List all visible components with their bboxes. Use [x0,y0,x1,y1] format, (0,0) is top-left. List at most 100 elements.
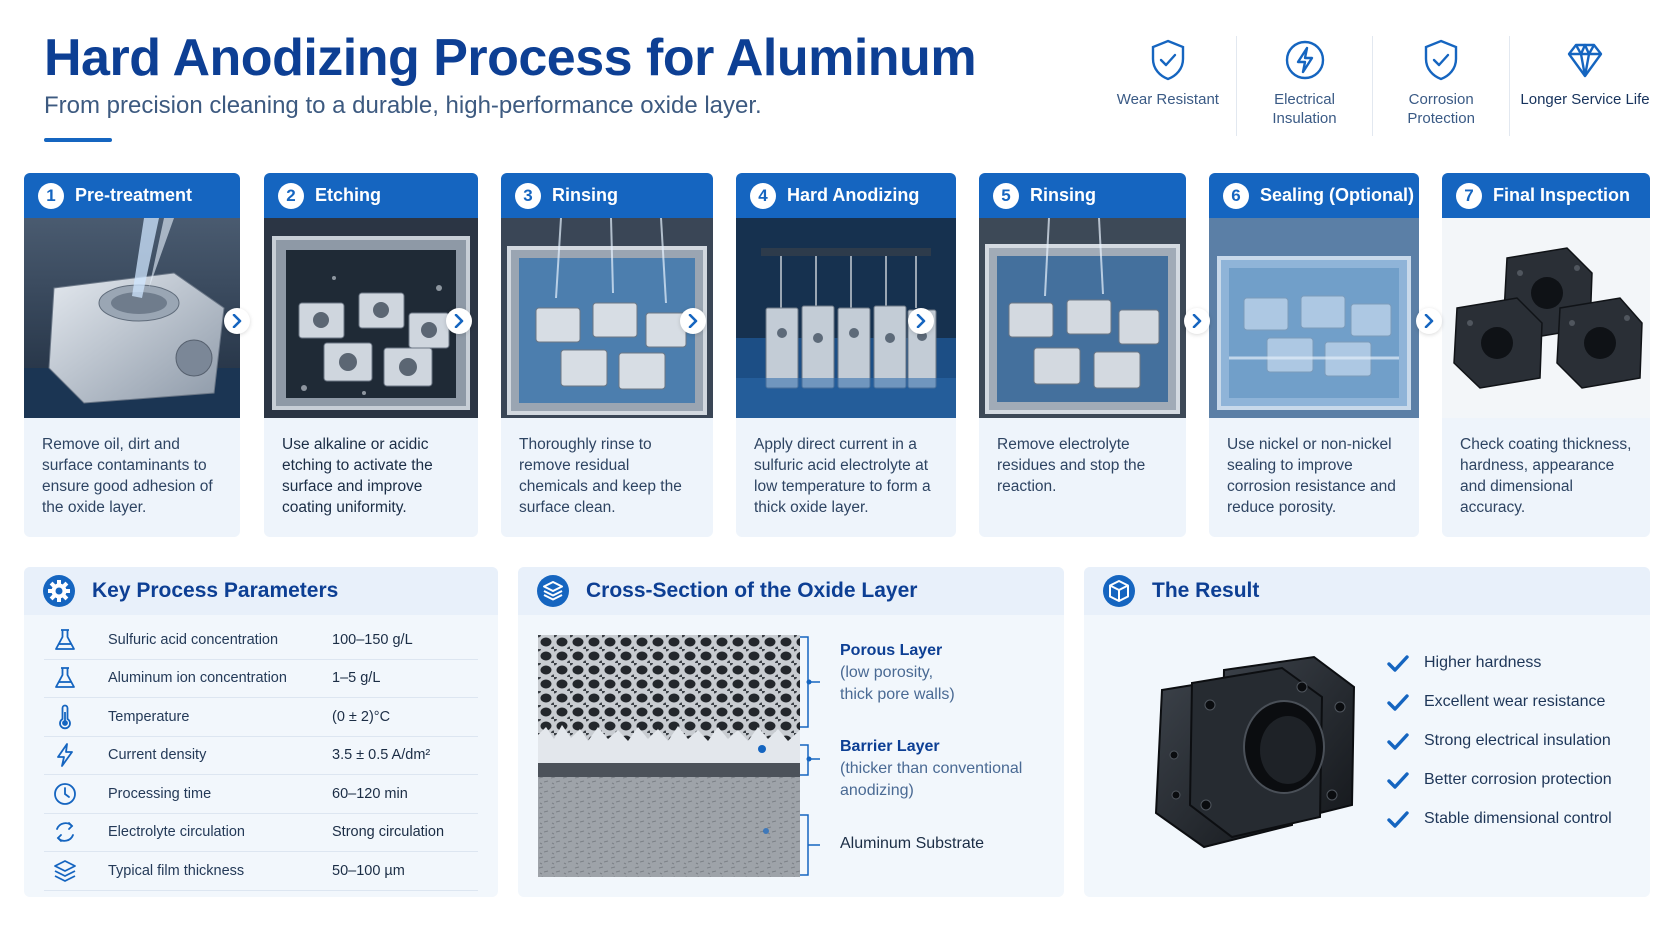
barrier-layer-label: Barrier Layer (thicker than conventional… [840,736,1022,802]
benefit-electrical-insulation: Electrical Insulation [1235,36,1373,136]
page-subtitle: From precision cleaning to a durable, hi… [44,92,762,119]
step-header: 4 Hard Anodizing [736,173,956,218]
porous-layer-note: thick pore walls) [840,686,955,703]
step-title: Hard Anodizing [787,185,920,205]
parameter-name: Typical film thickness [108,862,245,879]
result-item: Higher hardness [1386,643,1612,682]
chevron-right-icon [688,314,698,328]
step-image-hard-anodizing [736,218,956,418]
parameter-value: 100–150 g/L [332,631,413,648]
substrate-title: Aluminum Substrate [840,835,985,852]
title-underline [44,138,112,142]
flask-icon [55,667,75,689]
parameter-row: Sulfuric acid concentration 100–150 g/L [44,621,478,660]
parameter-value: Strong circulation [332,824,445,841]
cross-section-micrograph [538,635,800,877]
gear-icon [43,575,75,607]
panel-header: The Result [1084,567,1650,615]
parameter-row: Current density 3.5 ± 0.5 A/dm² [44,737,478,775]
step-header: 2 Etching [264,173,478,218]
step-description: Remove oil, dirt and surface contaminant… [42,436,213,516]
step-number: 7 [1456,182,1482,209]
panel-key-process-parameters: Key Process Parameters Sulfuric acid con… [24,567,498,897]
step-number: 6 [1223,182,1249,209]
barrier-layer-note: (thicker than conventional [840,760,1023,777]
step-card-final-inspection: 7 Final Inspection Check coating thickne… [1442,173,1650,537]
parameter-row: Temperature (0 ± 2)°C [44,698,478,737]
step-card-pre-treatment: 1 Pre-treatment Remove oil, dirt and sur… [24,173,240,537]
cross-section-brackets [800,636,820,876]
step-arrow [1184,308,1210,334]
step-arrow [224,308,250,334]
step-card-sealing: 6 Sealing (Optional) Use nickel or non-n… [1209,173,1419,537]
step-number: 2 [278,182,304,209]
step-card-etching: 2 Etching Use alkaline or acidic etching… [264,173,478,537]
cube-icon [1103,575,1135,607]
check-icon [1387,693,1409,711]
step-image-rinsing [501,218,713,418]
check-icon [1387,771,1409,789]
step-number: 3 [515,182,541,209]
step-image-final-inspection [1442,218,1650,418]
check-icon [1387,810,1409,828]
step-card-rinsing: 3 Rinsing Thoroughly ri [501,173,713,537]
parameter-name: Electrolyte circulation [108,824,245,841]
parameter-value: 60–120 min [332,785,408,802]
parameter-row: Typical film thickness 50–100 µm [44,852,478,891]
step-description: Use alkaline or acidic etching to activa… [282,436,433,516]
parameter-row: Processing time 60–120 min [44,775,478,814]
step-header: 1 Pre-treatment [24,173,240,218]
panel-the-result: The Result Higher hardness Excellent wea… [1084,567,1650,897]
layers-icon [537,575,569,607]
parameter-value: 1–5 g/L [332,670,381,687]
parameter-name: Aluminum ion concentration [108,670,287,687]
check-icon [1387,654,1409,672]
benefit-wear-resistant: Wear Resistant [1100,36,1236,136]
step-arrow [1416,308,1442,334]
benefits-bar: Wear Resistant Electrical Insulation Cor… [1100,36,1660,136]
result-text: Better corrosion protection [1424,770,1612,788]
circulation-icon [56,822,74,843]
result-text: Stable dimensional control [1424,809,1612,827]
chevron-right-icon [1192,314,1202,328]
step-number: 4 [750,182,776,209]
step-image-rinsing-2 [979,218,1186,418]
page-title: Hard Anodizing Process for Aluminum [44,29,977,87]
layers-icon [54,859,76,882]
chevron-right-icon [454,314,464,328]
panel-header: Key Process Parameters [24,567,498,615]
parameter-name: Current density [108,747,207,764]
step-image-pre-treatment [24,218,240,418]
chevron-right-icon [916,314,926,328]
parameter-row: Electrolyte circulation Strong circulati… [44,814,478,852]
result-item: Stable dimensional control [1386,799,1612,838]
barrier-layer-note: anodizing) [840,782,914,799]
step-description: Check coating thickness, hardness, appea… [1460,436,1632,516]
panel-cross-section: Cross-Section of the Oxide Layer [518,567,1064,897]
lightning-icon [57,743,73,768]
chevron-right-icon [1424,314,1434,328]
step-card-hard-anodizing: 4 Hard Anodizing [736,173,956,537]
result-text: Excellent wear resistance [1424,692,1606,710]
barrier-layer-title: Barrier Layer [840,738,940,755]
benefit-label: Longer Service Life [1520,91,1650,108]
step-arrow [680,308,706,334]
step-title: Etching [315,185,381,205]
result-text: Higher hardness [1424,653,1542,671]
porous-layer-label: Porous Layer (low porosity, thick pore w… [840,640,955,706]
step-number: 5 [993,182,1019,209]
step-description: Thoroughly rinse to remove residual chem… [519,436,682,516]
shield-check-icon [1424,39,1458,81]
flask-icon [55,628,75,650]
porous-layer-note: (low porosity, [840,664,934,681]
result-item: Excellent wear resistance [1386,682,1612,721]
step-number: 1 [38,182,64,209]
shield-icon [1151,39,1185,81]
parameter-name: Temperature [108,708,190,725]
step-description: Apply direct current in a sulfuric acid … [754,436,931,516]
anodized-part-image [1104,635,1374,885]
chevron-right-icon [232,314,242,328]
substrate-label: Aluminum Substrate [840,833,984,855]
step-title: Rinsing [1030,185,1096,205]
result-text: Strong electrical insulation [1424,731,1611,749]
